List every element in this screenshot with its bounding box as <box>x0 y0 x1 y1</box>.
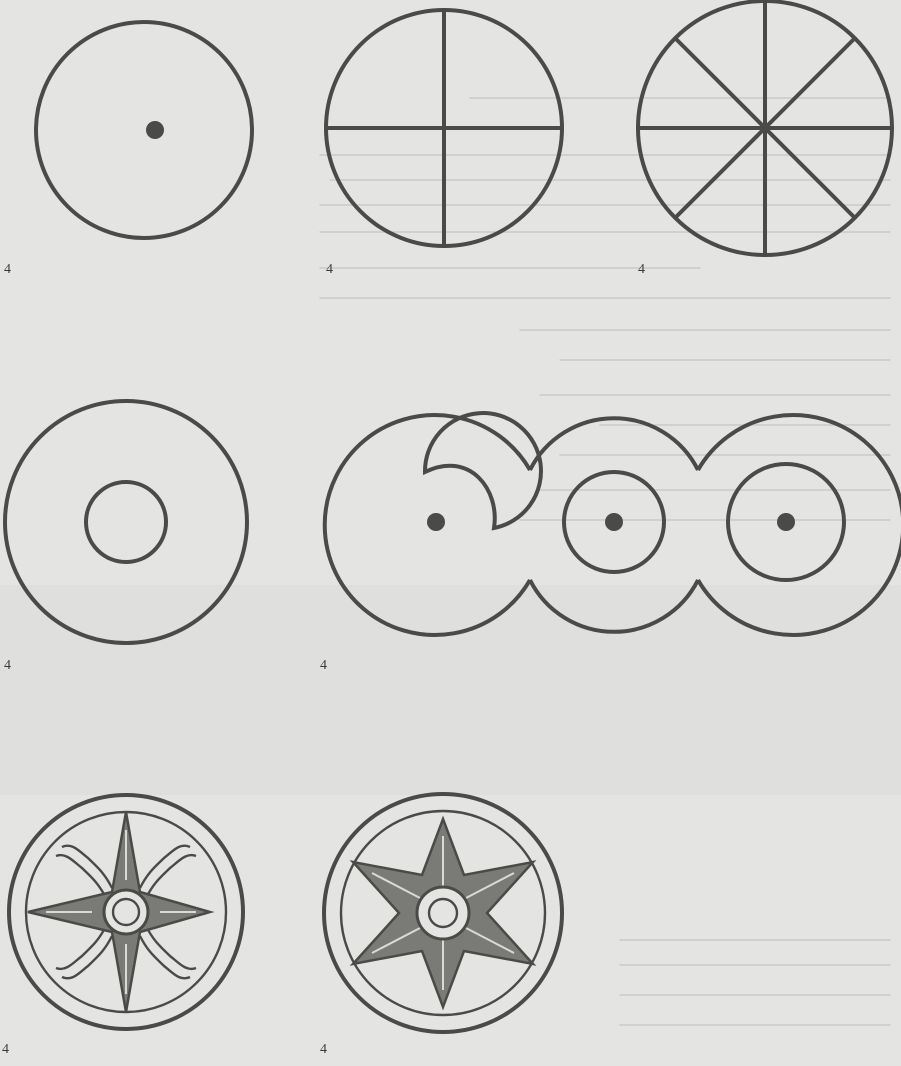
circle-with-eight-spokes-figure <box>638 1 892 255</box>
six-point-star-disc-figure <box>324 794 562 1032</box>
circle-with-dot-figure <box>36 22 252 238</box>
figure-caption: 4 <box>4 658 11 674</box>
figure-caption: 4 <box>320 658 327 674</box>
eight-point-star-disc-figure <box>9 795 243 1029</box>
figure-caption: 4 <box>4 262 11 278</box>
circle-with-cross-figure <box>326 10 562 246</box>
figure-caption: 4 <box>326 262 333 278</box>
figure-caption: 4 <box>2 1042 9 1058</box>
figure-caption: 4 <box>320 1042 327 1058</box>
figure-caption: 4 <box>638 262 645 278</box>
